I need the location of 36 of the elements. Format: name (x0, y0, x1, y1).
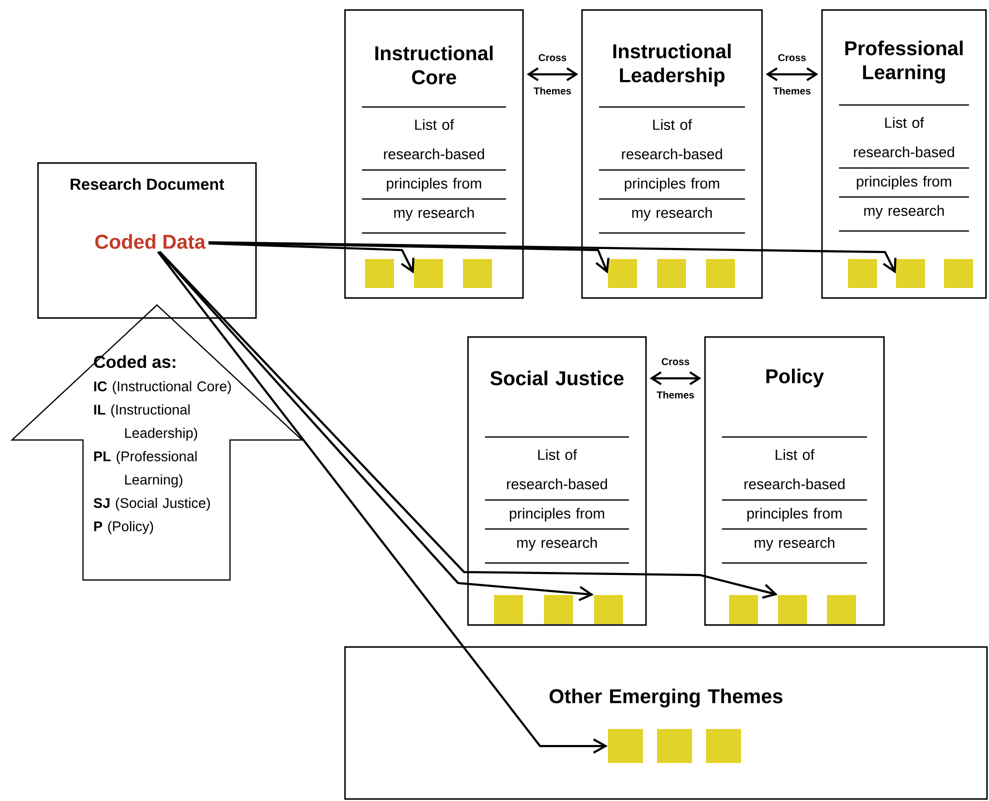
sticky-note (896, 259, 925, 288)
edge-label: Cross Themes (656, 358, 694, 398)
theme-box: Policy List of research-based principles from my research (704, 336, 885, 626)
theme-box: Instructional Core List of research-based principles from my research (344, 9, 524, 299)
sticky-note (608, 259, 637, 288)
arrow (208, 242, 610, 274)
sticky-note (608, 729, 643, 763)
sticky-note (729, 595, 758, 624)
double-arrow (766, 67, 818, 82)
edge-label: Cross Themes (773, 54, 810, 94)
sticky-note (657, 729, 692, 763)
double-arrow (526, 67, 578, 82)
sticky-note (494, 595, 523, 624)
theme-box: Instructional Leadership List of research-based principles from my research (581, 9, 763, 299)
sticky-note (778, 595, 807, 624)
sticky-note (657, 259, 686, 288)
theme-box: Social Justice List of research-based principles from my research (467, 336, 647, 626)
arrow (158, 251, 778, 599)
sticky-note (463, 259, 492, 288)
sticky-note (827, 595, 856, 624)
sticky-note (706, 729, 741, 763)
arrow (157, 251, 608, 754)
sticky-note (706, 259, 735, 288)
theme-box: Other Emerging Themes (344, 646, 988, 800)
sticky-note (944, 259, 973, 288)
edge-label: Cross Themes (534, 54, 571, 94)
sticky-note (544, 595, 573, 624)
arrow (208, 242, 414, 274)
sticky-note (365, 259, 394, 288)
sticky-note (594, 595, 623, 624)
arrow (158, 251, 594, 602)
highlighted-text: Coded Data (95, 234, 206, 249)
sticky-note (848, 259, 877, 288)
theme-box: Professional Learning List of research-based principles from my research (821, 9, 987, 299)
double-arrow (650, 371, 702, 386)
sticky-note (414, 259, 443, 288)
